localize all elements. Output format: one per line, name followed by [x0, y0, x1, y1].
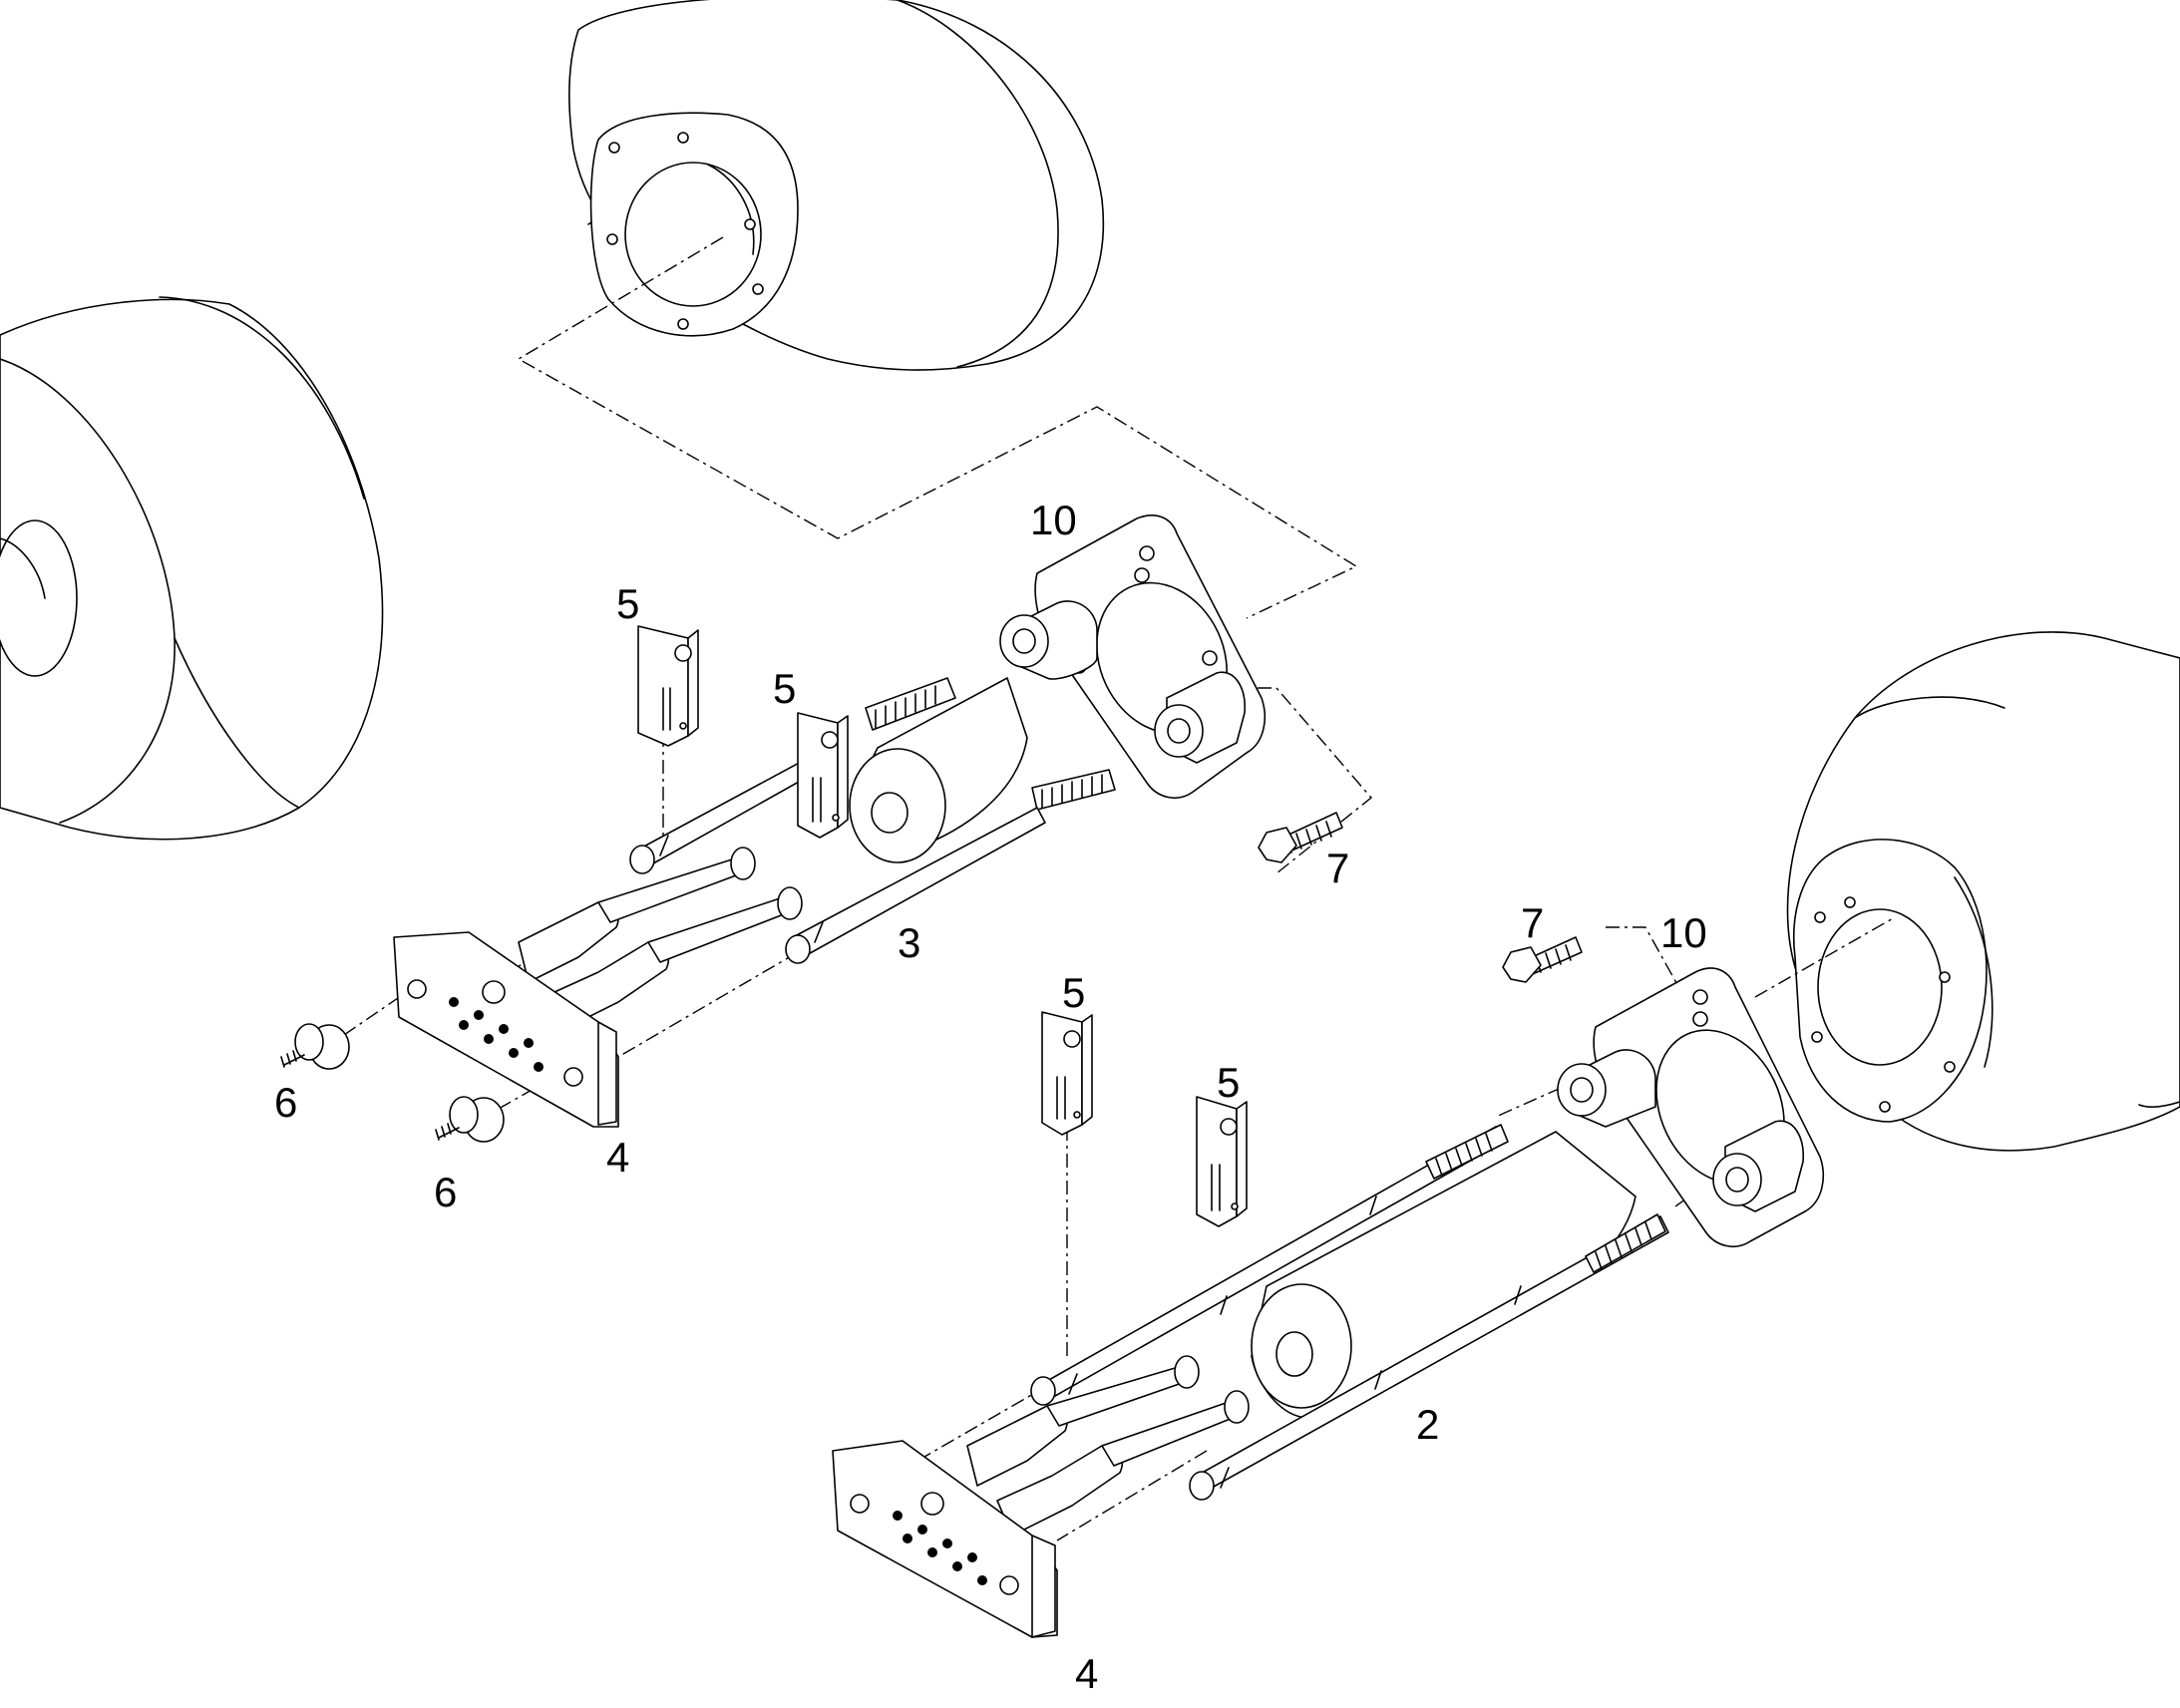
callout-3: 3 [898, 919, 920, 966]
rod-2 [1189, 1467, 1230, 1501]
callout-10-lower: 10 [1660, 909, 1707, 956]
guide-block-5c [1041, 1011, 1093, 1136]
piston-rods-upper [518, 847, 803, 1033]
callout-4-upper: 4 [606, 1134, 629, 1181]
rod-3 [785, 807, 1046, 964]
callout-5-a: 5 [616, 580, 639, 627]
pin-lower [1030, 1373, 1078, 1406]
bolt-7-lower [1502, 936, 1583, 983]
flange-plate-lower [1557, 967, 1825, 1247]
callout-5-c: 5 [1062, 969, 1085, 1016]
upper-assembly [280, 514, 1343, 1143]
flange-plate-upper [999, 514, 1267, 799]
callout-10-upper: 10 [1030, 497, 1077, 543]
roller-right [1786, 631, 2180, 1152]
roller-left [0, 296, 384, 841]
end-plate-4-lower [832, 1440, 1058, 1638]
threaded-rods-upper [865, 677, 1116, 811]
roller-top [568, 0, 1105, 371]
callout-5-b: 5 [773, 665, 796, 712]
callouts: 10 10 5 5 5 5 7 7 3 2 6 6 4 4 [274, 497, 1707, 1697]
bolt-7-upper [1258, 812, 1343, 863]
callout-7-lower: 7 [1521, 899, 1544, 946]
end-plate-4-upper [393, 931, 619, 1128]
callout-7-upper: 7 [1326, 845, 1349, 891]
stud-6a [280, 1023, 350, 1070]
callout-5-d: 5 [1217, 1059, 1240, 1106]
cylinder-lower [1251, 1131, 1636, 1419]
guide-block-5b [797, 712, 849, 839]
callout-4-lower: 4 [1075, 1650, 1098, 1697]
cylinder-upper [849, 677, 1028, 863]
guide-block-5a [637, 625, 699, 747]
guide-block-5d [1196, 1096, 1248, 1227]
piston-rods-lower [966, 1355, 1250, 1537]
threaded-rods-lower [1046, 1124, 1669, 1493]
stud-6b [435, 1096, 505, 1143]
lower-assembly [832, 936, 1825, 1638]
callout-6-a: 6 [274, 1079, 297, 1126]
pin-upper [629, 752, 825, 874]
callout-6-b: 6 [434, 1169, 457, 1215]
callout-2: 2 [1416, 1401, 1439, 1448]
